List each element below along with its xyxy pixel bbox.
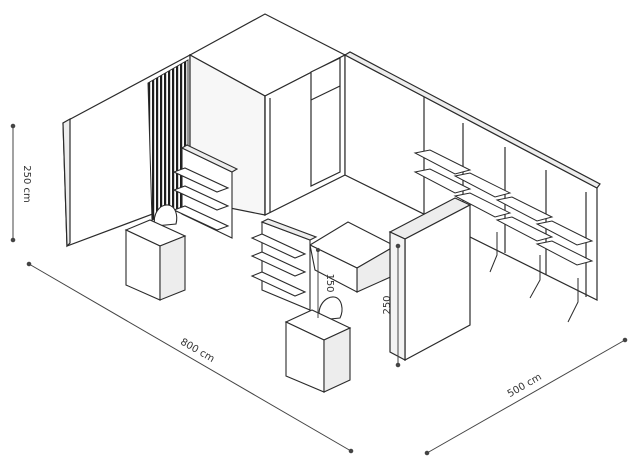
front-display-stand xyxy=(250,218,318,311)
height-dimension-label: 250 cm xyxy=(21,165,32,203)
depth-dimension xyxy=(424,337,628,456)
length-dimension-label: 800 cm xyxy=(178,337,216,365)
counter-height-label: 150 xyxy=(324,273,335,292)
height-dimension xyxy=(10,123,16,243)
depth-dimension-label: 500 cm xyxy=(506,372,544,400)
partition-height-label: 250 xyxy=(382,295,393,314)
front-counter xyxy=(284,296,352,393)
center-table xyxy=(308,221,397,293)
left-counter xyxy=(124,204,187,301)
storage-room xyxy=(188,13,347,216)
right-wall-shelves xyxy=(413,149,594,323)
left-display-stand xyxy=(172,144,239,239)
front-partition-wall xyxy=(388,197,472,362)
length-dimension xyxy=(26,261,354,454)
counter-height-dimension xyxy=(315,247,321,318)
partition-height-dimension xyxy=(395,243,401,368)
